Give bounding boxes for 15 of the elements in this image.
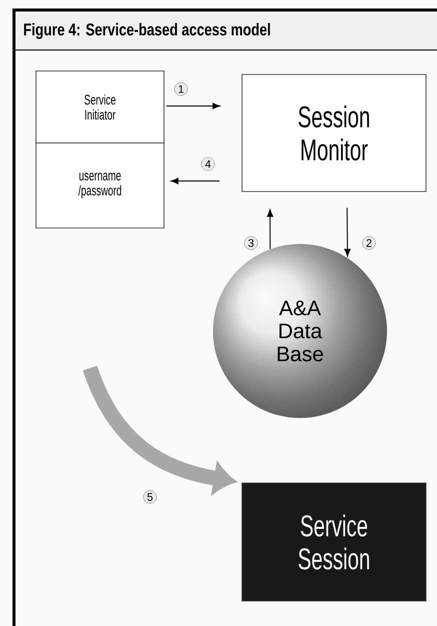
- title: Figure 4: Service-based access model: [24, 23, 270, 39]
- process-box: Service Initiator: [36, 70, 164, 144]
- process-box: username /password: [36, 142, 164, 228]
- database-sphere: A&A Data Base: [278, 300, 323, 362]
- process-box: Service Session: [242, 482, 426, 602]
- step-number: 1: [174, 82, 188, 96]
- arrow: [170, 178, 220, 184]
- step-number: 2: [362, 236, 376, 250]
- step-number: 5: [143, 490, 157, 504]
- arrow: [344, 207, 351, 256]
- step-number: 4: [201, 157, 215, 171]
- step-number: 3: [244, 236, 258, 250]
- arrow: [166, 102, 220, 110]
- arrow: [266, 209, 274, 250]
- process-box: Session Monitor: [242, 74, 426, 192]
